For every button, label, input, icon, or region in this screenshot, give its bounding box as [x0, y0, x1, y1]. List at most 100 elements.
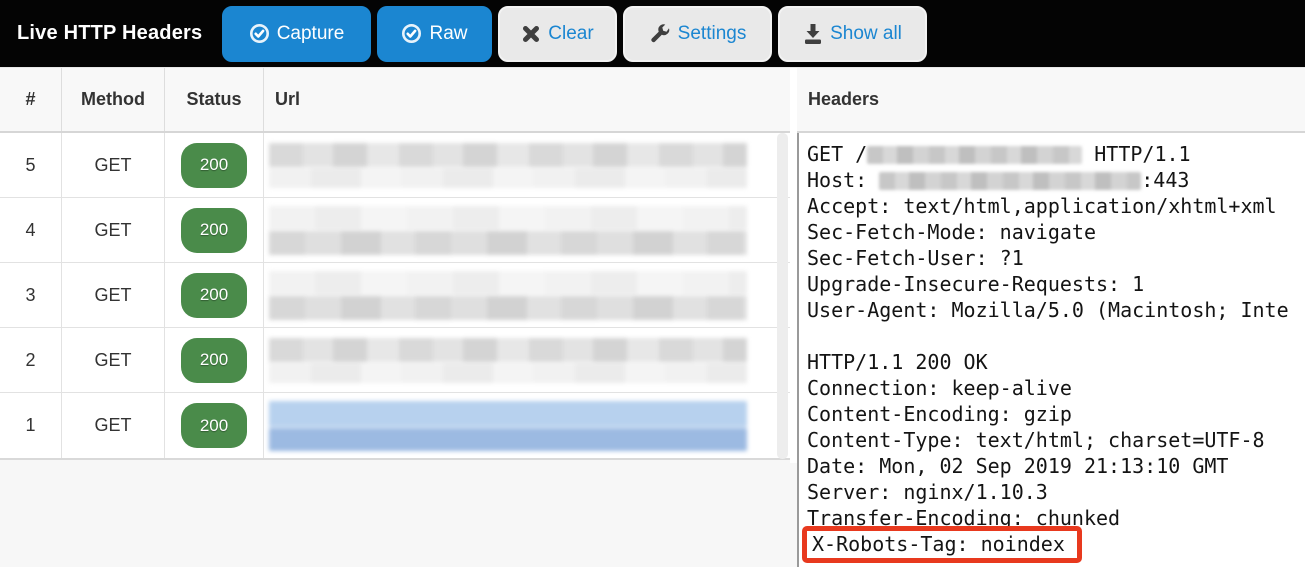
table-row[interactable]: 2 GET 200 — [0, 328, 790, 393]
header-text: Connection: keep-alive — [807, 376, 1072, 400]
row-number: 1 — [0, 393, 62, 458]
redacted-url-line-1 — [269, 337, 747, 362]
raw-button-label: Raw — [429, 22, 468, 44]
url-cell[interactable] — [264, 133, 790, 197]
status-badge: 200 — [181, 142, 247, 188]
redacted-url-line-2 — [269, 295, 747, 320]
url-cell[interactable] — [264, 328, 790, 392]
redacted-url-line-1 — [269, 205, 747, 230]
app-title: Live HTTP Headers — [17, 22, 203, 44]
x-robots-highlight-box: X-Robots-Tag: noindex — [802, 526, 1082, 563]
header-line: X-Robots-Tag: noindex — [799, 526, 1305, 563]
redacted-url-line-2 — [269, 362, 747, 383]
raw-button[interactable]: Raw — [377, 5, 492, 62]
header-text: HTTP/1.1 200 OK — [807, 350, 988, 374]
redacted-url-line-2 — [269, 427, 747, 451]
header-text: Content-Encoding: gzip — [807, 402, 1072, 426]
header-text: :443 — [1141, 168, 1190, 192]
header-line: Date: Mon, 02 Sep 2019 21:13:10 GMT — [799, 453, 1305, 479]
header-line: Host: :443 — [799, 167, 1305, 193]
redacted-url-line-1 — [269, 270, 747, 295]
status-badge: 200 — [181, 337, 247, 383]
table-row[interactable]: 4 GET 200 — [0, 198, 790, 263]
request-table-body: 5 GET 200 4 GET 200 3 GET 200 — [0, 133, 790, 460]
status-cell: 200 — [165, 198, 264, 262]
table-row[interactable]: 5 GET 200 — [0, 133, 790, 198]
header-line: User-Agent: Mozilla/5.0 (Macintosh; Inte — [799, 297, 1305, 323]
header-line: Connection: keep-alive — [799, 375, 1305, 401]
header-line: Server: nginx/1.10.3 — [799, 479, 1305, 505]
column-header-headers: Headers — [808, 89, 880, 109]
headers-panel-header: Headers — [797, 68, 1305, 133]
header-text: Accept: text/html,application/xhtml+xml — [807, 194, 1277, 218]
check-circle-icon — [401, 23, 422, 44]
redacted-text — [867, 146, 1083, 164]
header-line: Sec-Fetch-User: ?1 — [799, 245, 1305, 271]
table-row[interactable]: 1 GET 200 — [0, 393, 790, 458]
header-line — [799, 323, 1305, 349]
header-text: HTTP/1.1 — [1082, 142, 1191, 166]
header-line: HTTP/1.1 200 OK — [799, 349, 1305, 375]
column-header-url[interactable]: Url — [275, 89, 301, 109]
header-line: Content-Type: text/html; charset=UTF-8 — [799, 427, 1305, 453]
column-header-status[interactable]: Status — [165, 68, 264, 131]
column-gap — [790, 68, 797, 134]
redacted-url — [269, 142, 747, 188]
redacted-url-line-2 — [269, 230, 747, 255]
header-text: Host: — [807, 168, 880, 192]
redacted-url-line-1 — [269, 400, 747, 427]
header-line: GET / HTTP/1.1 — [799, 141, 1305, 167]
wrench-icon — [649, 23, 671, 45]
header-text: Sec-Fetch-Mode: navigate — [807, 220, 1096, 244]
clear-button[interactable]: Clear — [498, 5, 617, 62]
redacted-url — [269, 270, 747, 320]
redacted-url-line-1 — [269, 142, 747, 167]
status-badge: 200 — [181, 403, 247, 448]
method-cell: GET — [62, 263, 165, 327]
redacted-url — [269, 205, 747, 255]
redacted-url — [269, 337, 747, 383]
top-toolbar: Live HTTP Headers Capture Raw Clear Sett… — [0, 0, 1305, 67]
status-badge: 200 — [181, 272, 247, 318]
redacted-url — [269, 400, 747, 451]
check-circle-icon — [249, 23, 270, 44]
panel-divider-gap — [790, 133, 797, 463]
url-cell[interactable] — [264, 198, 790, 262]
settings-button-label: Settings — [677, 22, 747, 44]
header-text: GET / — [807, 142, 868, 166]
redacted-url-line-2 — [269, 167, 747, 188]
url-cell[interactable] — [264, 263, 790, 327]
clear-button-label: Clear — [548, 22, 594, 44]
method-cell: GET — [62, 328, 165, 392]
download-icon — [803, 23, 823, 45]
header-text: X-Robots-Tag: noindex — [812, 532, 1065, 556]
column-header-method[interactable]: Method — [62, 68, 165, 131]
table-header-row: # Method Status Url Headers — [0, 67, 1305, 134]
column-header-number[interactable]: # — [0, 68, 62, 131]
status-badge: 200 — [181, 207, 247, 253]
status-cell: 200 — [165, 393, 264, 458]
url-cell[interactable] — [264, 393, 790, 458]
toolbar-buttons: Capture Raw Clear Settings Show all — [222, 0, 927, 67]
header-text: Date: Mon, 02 Sep 2019 21:13:10 GMT — [807, 454, 1229, 478]
show-all-button[interactable]: Show all — [778, 5, 927, 62]
status-cell: 200 — [165, 328, 264, 392]
header-text: Content-Type: text/html; charset=UTF-8 — [807, 428, 1265, 452]
header-text: Server: nginx/1.10.3 — [807, 480, 1048, 504]
show-all-button-label: Show all — [830, 22, 902, 44]
table-row[interactable]: 3 GET 200 — [0, 263, 790, 328]
header-text: Upgrade-Insecure-Requests: 1 — [807, 272, 1145, 296]
header-line: Content-Encoding: gzip — [799, 401, 1305, 427]
settings-button[interactable]: Settings — [623, 5, 772, 62]
header-line: Upgrade-Insecure-Requests: 1 — [799, 271, 1305, 297]
method-cell: GET — [62, 133, 165, 197]
header-line: Accept: text/html,application/xhtml+xml — [799, 193, 1305, 219]
url-list-scrollbar[interactable] — [777, 133, 788, 459]
capture-button[interactable]: Capture — [222, 5, 371, 62]
row-number: 5 — [0, 133, 62, 197]
status-cell: 200 — [165, 133, 264, 197]
capture-button-label: Capture — [276, 22, 345, 44]
row-number: 4 — [0, 198, 62, 262]
